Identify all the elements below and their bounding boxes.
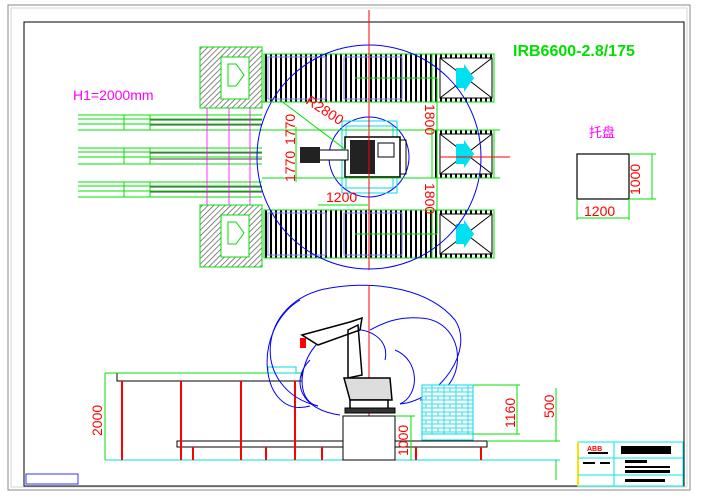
dim-pedestal-height: 1000	[395, 425, 411, 456]
top-view: R2800 1770 1770 1200 1800 1800	[78, 10, 510, 270]
hatched-station-top	[199, 46, 263, 109]
robot-pedestal	[342, 415, 396, 461]
dim-row-spacing-2: 1770	[282, 151, 298, 182]
hatched-station-bottom	[199, 204, 263, 268]
dim-row-spacing-1: 1770	[282, 114, 298, 145]
abb-logo: ABB	[587, 446, 602, 453]
height-note: H1=2000mm	[73, 87, 154, 103]
infeed-lines	[78, 108, 262, 205]
robot-side-view	[300, 316, 396, 414]
pallet-label: 托盘	[589, 125, 615, 140]
outfeed-conveyors	[431, 53, 495, 259]
sheet-frame	[7, 4, 691, 491]
dim-conveyor-spacing-2: 1800	[422, 183, 438, 214]
pallet-stack	[421, 384, 474, 435]
dim-stack-height: 1160	[502, 398, 518, 428]
dim-base-offset: 1200	[326, 189, 357, 205]
drawing-title: IRB6600-2.8/175	[513, 43, 635, 60]
robot-top-view	[300, 136, 407, 178]
dim-platform-height: 500	[541, 394, 557, 418]
side-view: 2000 1000 1160 500	[89, 284, 560, 480]
pallet-width-dim: 1200	[584, 203, 615, 219]
dim-conveyor-spacing-1: 1800	[422, 104, 438, 135]
title-block: ABB	[577, 441, 684, 487]
pallet-detail: 托盘 1000 1200	[576, 125, 656, 220]
pallet-depth-dim: 1000	[627, 164, 643, 195]
dim-table-height: 2000	[89, 405, 105, 436]
